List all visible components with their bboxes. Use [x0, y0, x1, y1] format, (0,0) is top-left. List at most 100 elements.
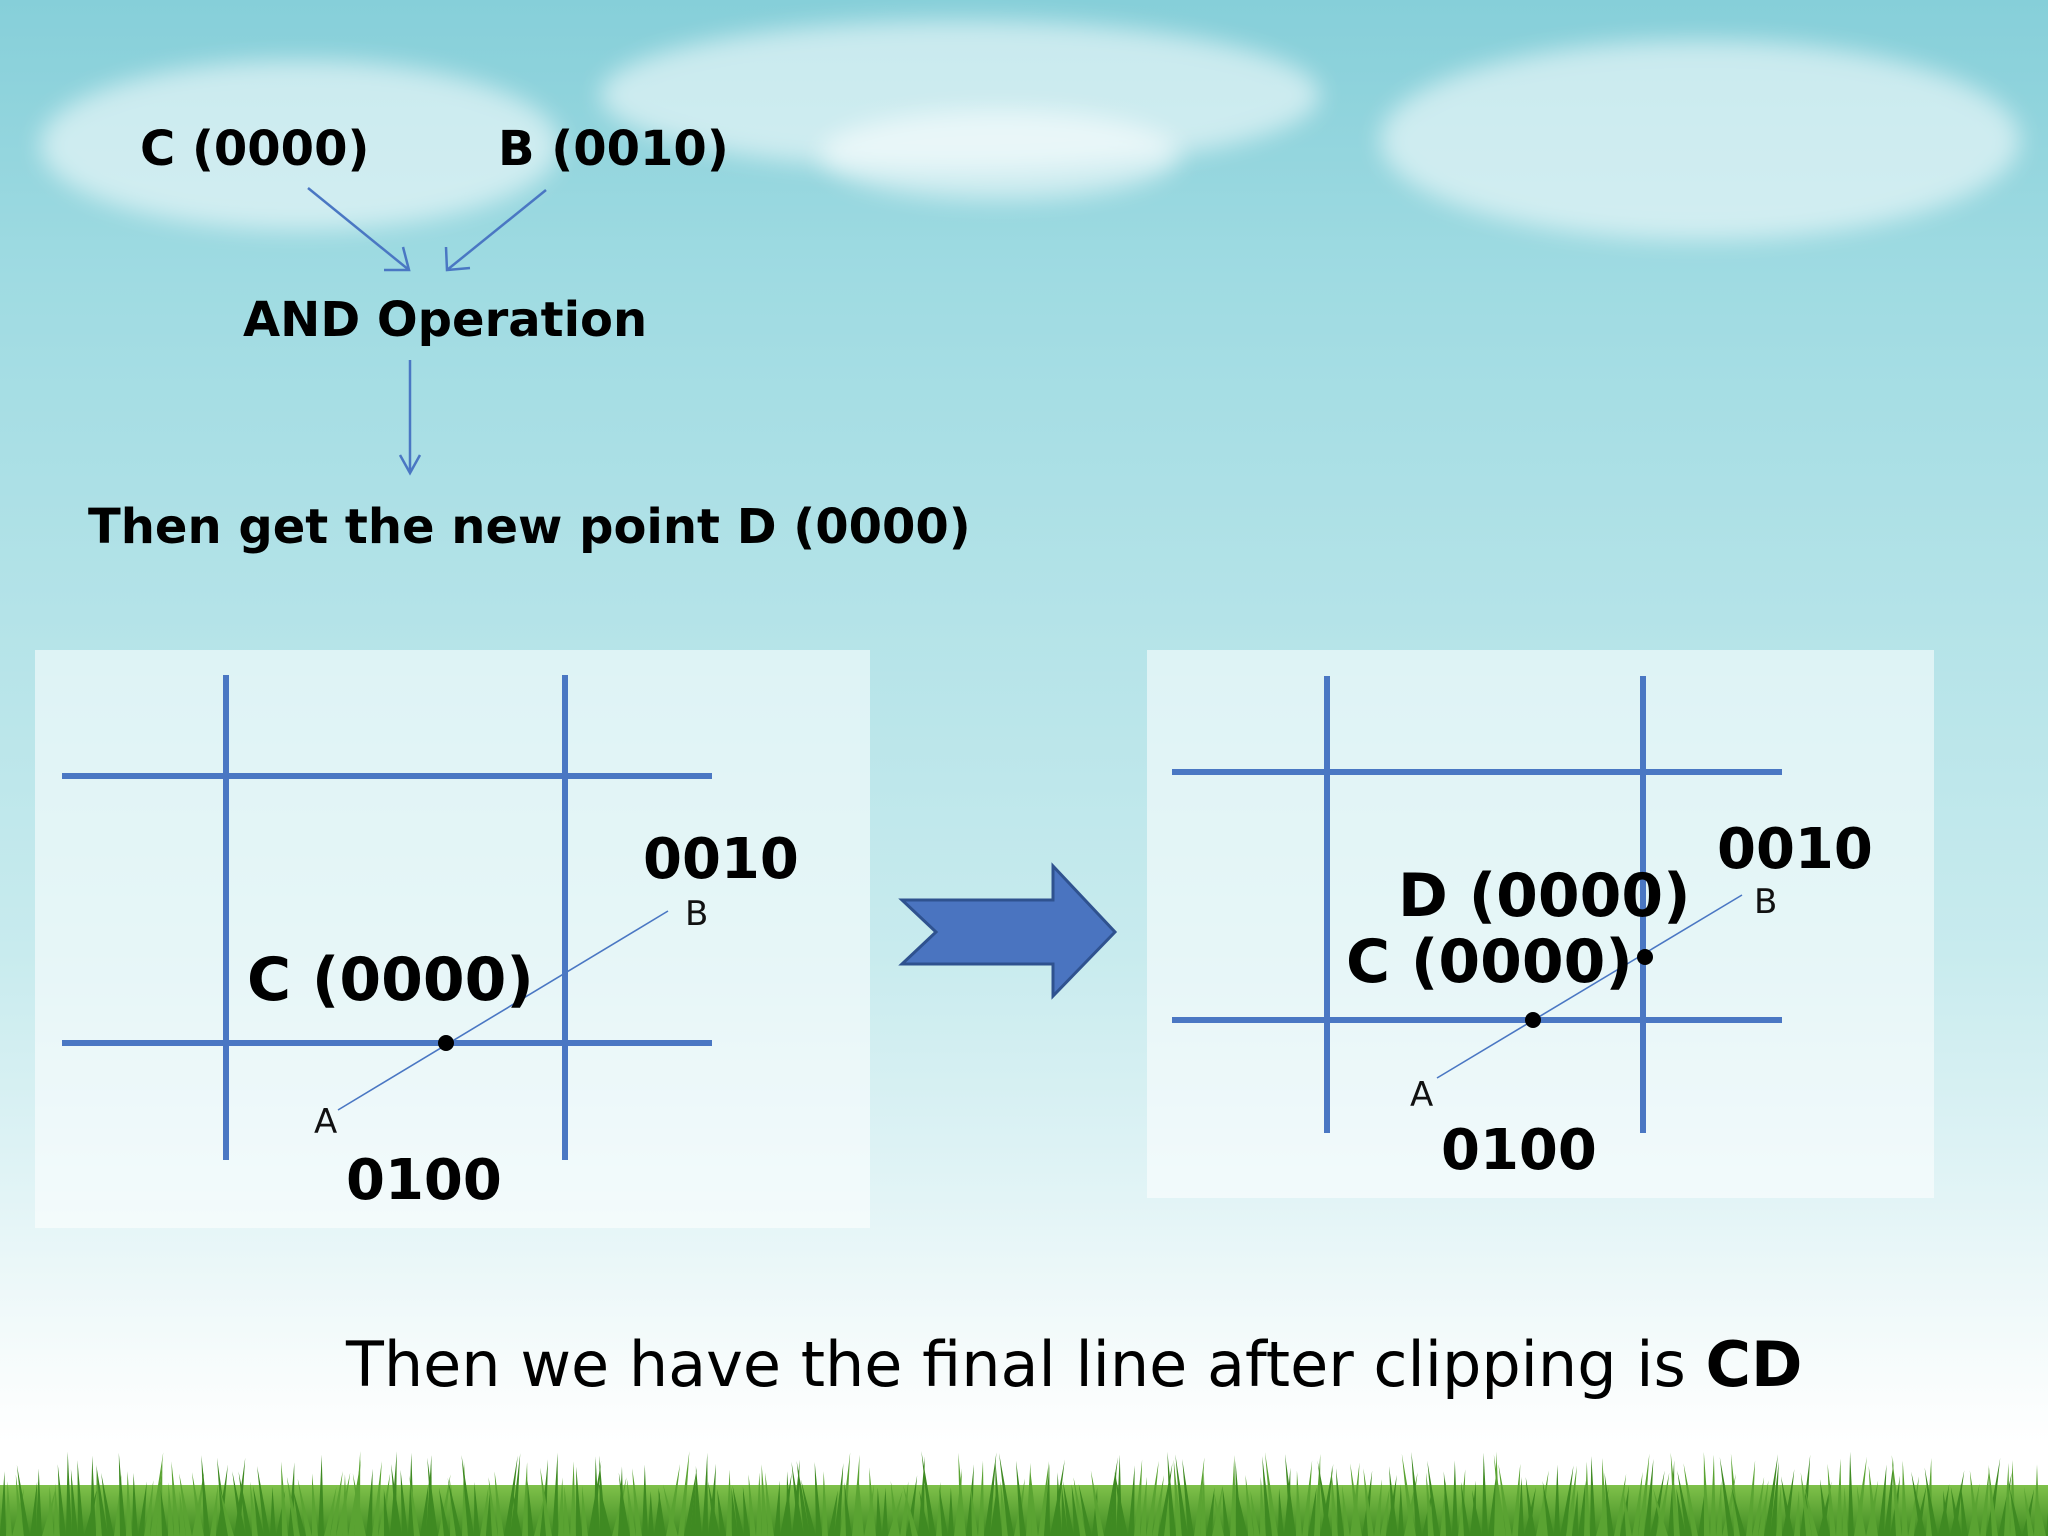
- grass-blade: [882, 1487, 888, 1536]
- grass-blade: [1110, 1470, 1117, 1536]
- grass-blade: [876, 1487, 882, 1536]
- grass-blade: [342, 1474, 348, 1536]
- grass-blade: [1758, 1480, 1769, 1536]
- grass-blade: [834, 1462, 844, 1536]
- grass-blade: [77, 1460, 84, 1536]
- grass-blade: [1262, 1456, 1272, 1536]
- grass-blade: [1911, 1471, 1926, 1536]
- grass-blade: [352, 1473, 366, 1536]
- grass-blade: [522, 1462, 528, 1536]
- left-code-bottom: 0100: [346, 1148, 502, 1213]
- left-diagram-panel: [35, 650, 870, 1228]
- grass-blade: [970, 1485, 978, 1536]
- grass-blade: [822, 1471, 828, 1536]
- grass-blade: [1578, 1480, 1586, 1536]
- grass-blade: [564, 1486, 570, 1536]
- grass-blade: [1638, 1453, 1650, 1536]
- grass-blade: [171, 1461, 180, 1536]
- grass-blade: [1493, 1454, 1506, 1536]
- grass-blade: [1914, 1485, 1927, 1536]
- grass-blade: [1676, 1488, 1686, 1536]
- grass-blade: [690, 1478, 696, 1536]
- grass-blade: [663, 1484, 678, 1536]
- conclusion-emphasis: CD: [1705, 1328, 1803, 1401]
- grass-blade: [1703, 1451, 1710, 1536]
- grass-blade: [1856, 1485, 1866, 1536]
- grass-blade: [126, 1471, 132, 1536]
- grass-blade: [594, 1456, 600, 1536]
- grass-blade: [1363, 1468, 1374, 1536]
- grass-blade: [1078, 1483, 1092, 1536]
- right-diagram-panel: [1147, 650, 1934, 1198]
- grass-blade: [1800, 1472, 1812, 1536]
- right-point-a-label: A: [1410, 1075, 1434, 1115]
- grass-blade: [1650, 1470, 1665, 1536]
- grass-blade: [438, 1487, 450, 1536]
- grass-blade: [1943, 1490, 1950, 1536]
- grass-blade: [372, 1460, 382, 1536]
- grass-blade: [118, 1452, 126, 1536]
- grass-blade: [742, 1486, 750, 1536]
- grass-blade: [582, 1485, 588, 1536]
- grass-blade: [1401, 1453, 1416, 1536]
- grass-blade: [1182, 1459, 1194, 1536]
- grass-blade: [632, 1468, 642, 1536]
- grass-blade: [999, 1453, 1014, 1536]
- grass-blade: [890, 1481, 900, 1536]
- grass-blade: [1317, 1460, 1332, 1536]
- grass-blade: [144, 1480, 154, 1536]
- grass-blade: [1245, 1475, 1254, 1536]
- grass-blade: [1518, 1477, 1524, 1536]
- grass-blade: [958, 1453, 966, 1536]
- grass-blade: [57, 1464, 66, 1536]
- grass-blade: [292, 1487, 306, 1536]
- grass-blade: [1071, 1484, 1080, 1536]
- grass-blade: [2022, 1488, 2035, 1536]
- grass-blade: [1470, 1480, 1476, 1536]
- grass-blade: [869, 1467, 876, 1536]
- grass-blade: [1140, 1476, 1147, 1536]
- grass-blade: [717, 1488, 726, 1536]
- grass-blade: [642, 1464, 648, 1536]
- grass-blade: [1336, 1468, 1344, 1536]
- grass-blade: [618, 1472, 630, 1536]
- grass-blade: [16, 1464, 30, 1536]
- grass-blade: [984, 1452, 997, 1536]
- grass-blade: [731, 1487, 738, 1536]
- grass-blade: [1488, 1471, 1497, 1536]
- grass-blade: [2004, 1462, 2010, 1536]
- right-point-d-label: D (0000): [1398, 861, 1691, 931]
- grass-blade: [1030, 1468, 1038, 1536]
- grass-blade: [1200, 1472, 1206, 1536]
- grass-blade: [1452, 1460, 1458, 1536]
- conclusion-prefix: Then we have the final line after clippi…: [346, 1328, 1706, 1401]
- grass-blade: [150, 1452, 164, 1536]
- flow-arrowhead: [398, 454, 422, 476]
- grass-blade: [474, 1482, 480, 1536]
- cloud-decoration: [1380, 40, 2020, 240]
- grass-blade: [1960, 1483, 1968, 1536]
- grass-blade: [648, 1490, 654, 1536]
- grass-blade: [96, 1466, 102, 1536]
- flow-operation: AND Operation: [243, 292, 648, 348]
- grass-blade: [1986, 1457, 2001, 1536]
- grass-blade: [1175, 1454, 1188, 1536]
- grass-blade: [1235, 1486, 1248, 1536]
- grass-blade: [179, 1473, 192, 1536]
- grass-blade: [1924, 1467, 1938, 1536]
- grass-blade: [252, 1485, 264, 1536]
- right-point-c-label: C (0000): [1346, 927, 1633, 997]
- grass-blade: [678, 1451, 690, 1536]
- grass-blade: [1836, 1458, 1842, 1536]
- grass-blade: [480, 1485, 489, 1536]
- grass-blade: [1614, 1473, 1627, 1536]
- point-d-marker: [1637, 949, 1653, 965]
- grass-blade: [330, 1471, 343, 1536]
- grass-blade: [1670, 1452, 1680, 1536]
- grass-blade: [1848, 1451, 1854, 1536]
- grass-blade: [1776, 1485, 1782, 1536]
- grass-blade: [270, 1486, 276, 1536]
- grass-blade: [858, 1474, 864, 1536]
- grass-blade: [1350, 1462, 1360, 1536]
- grass-blade: [420, 1481, 429, 1536]
